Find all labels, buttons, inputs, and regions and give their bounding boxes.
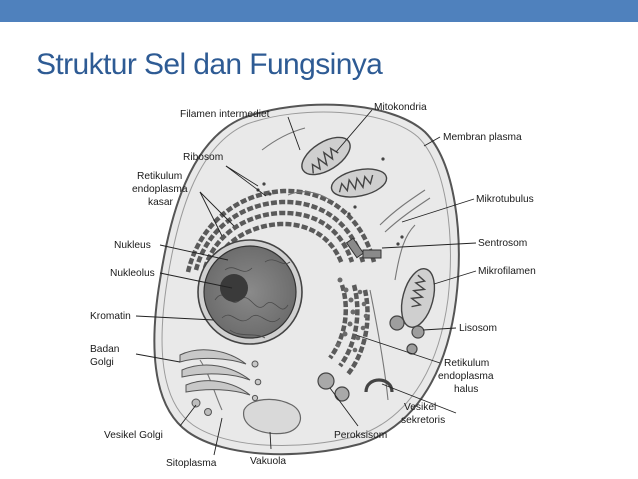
cytoskeleton xyxy=(199,127,431,411)
label-sitoplasma: Sitoplasma xyxy=(166,458,217,469)
nucleus xyxy=(203,245,297,339)
label-kromatin: Kromatin xyxy=(90,311,131,322)
label-retikulum-halus-1: Retikulum xyxy=(444,358,489,369)
label-retikulum-kasar-1: Retikulum xyxy=(137,171,182,182)
label-retikulum-halus-2: endoplasma xyxy=(438,371,494,382)
secretory-vesicle xyxy=(364,378,394,393)
slide-top-bar xyxy=(0,0,638,22)
mitochondria xyxy=(301,136,436,328)
label-vesikel-golgi: Vesikel Golgi xyxy=(104,430,163,441)
nucleolus xyxy=(220,274,248,302)
label-vakuola: Vakuola xyxy=(250,456,286,467)
label-mikrotubulus: Mikrotubulus xyxy=(476,194,534,205)
label-mikrofilamen: Mikrofilamen xyxy=(478,266,536,277)
label-retikulum-kasar-2: endoplasma xyxy=(132,184,188,195)
label-retikulum-halus-3: halus xyxy=(454,384,478,395)
label-nukleolus: Nukleolus xyxy=(110,268,155,279)
slide-title: Struktur Sel dan Fungsinya xyxy=(36,48,383,81)
golgi-apparatus xyxy=(179,349,262,402)
label-filamen-intermediet: Filamen intermediet xyxy=(180,109,270,120)
label-mitokondria: Mitokondria xyxy=(374,102,427,113)
diagram-labels: Filamen intermediet Mitokondria Membran … xyxy=(90,102,536,469)
label-membran-plasma: Membran plasma xyxy=(443,132,522,143)
label-vesikel-sekretoris-2: sekretoris xyxy=(401,415,445,426)
peroxisomes xyxy=(317,372,350,402)
lysosomes xyxy=(389,315,425,355)
label-ribosom: Ribosom xyxy=(183,152,223,163)
label-nukleus: Nukleus xyxy=(114,240,151,251)
label-sentrosom: Sentrosom xyxy=(478,238,527,249)
label-badan-golgi-2: Golgi xyxy=(90,357,114,368)
cell-membrane xyxy=(153,103,460,456)
label-badan-golgi-1: Badan xyxy=(90,344,119,355)
golgi-vesicles xyxy=(191,398,212,416)
label-vesikel-sekretoris-1: Vesikel xyxy=(404,402,436,413)
rough-er xyxy=(185,188,377,376)
label-retikulum-kasar-3: kasar xyxy=(148,197,174,208)
label-lisosom: Lisosom xyxy=(459,323,497,334)
centrosome xyxy=(345,237,382,259)
leader-lines xyxy=(135,109,477,456)
label-peroksisom: Peroksisom xyxy=(334,430,387,441)
smooth-er xyxy=(335,277,369,353)
cell-membrane-inner xyxy=(161,111,451,447)
vacuole xyxy=(243,398,302,435)
